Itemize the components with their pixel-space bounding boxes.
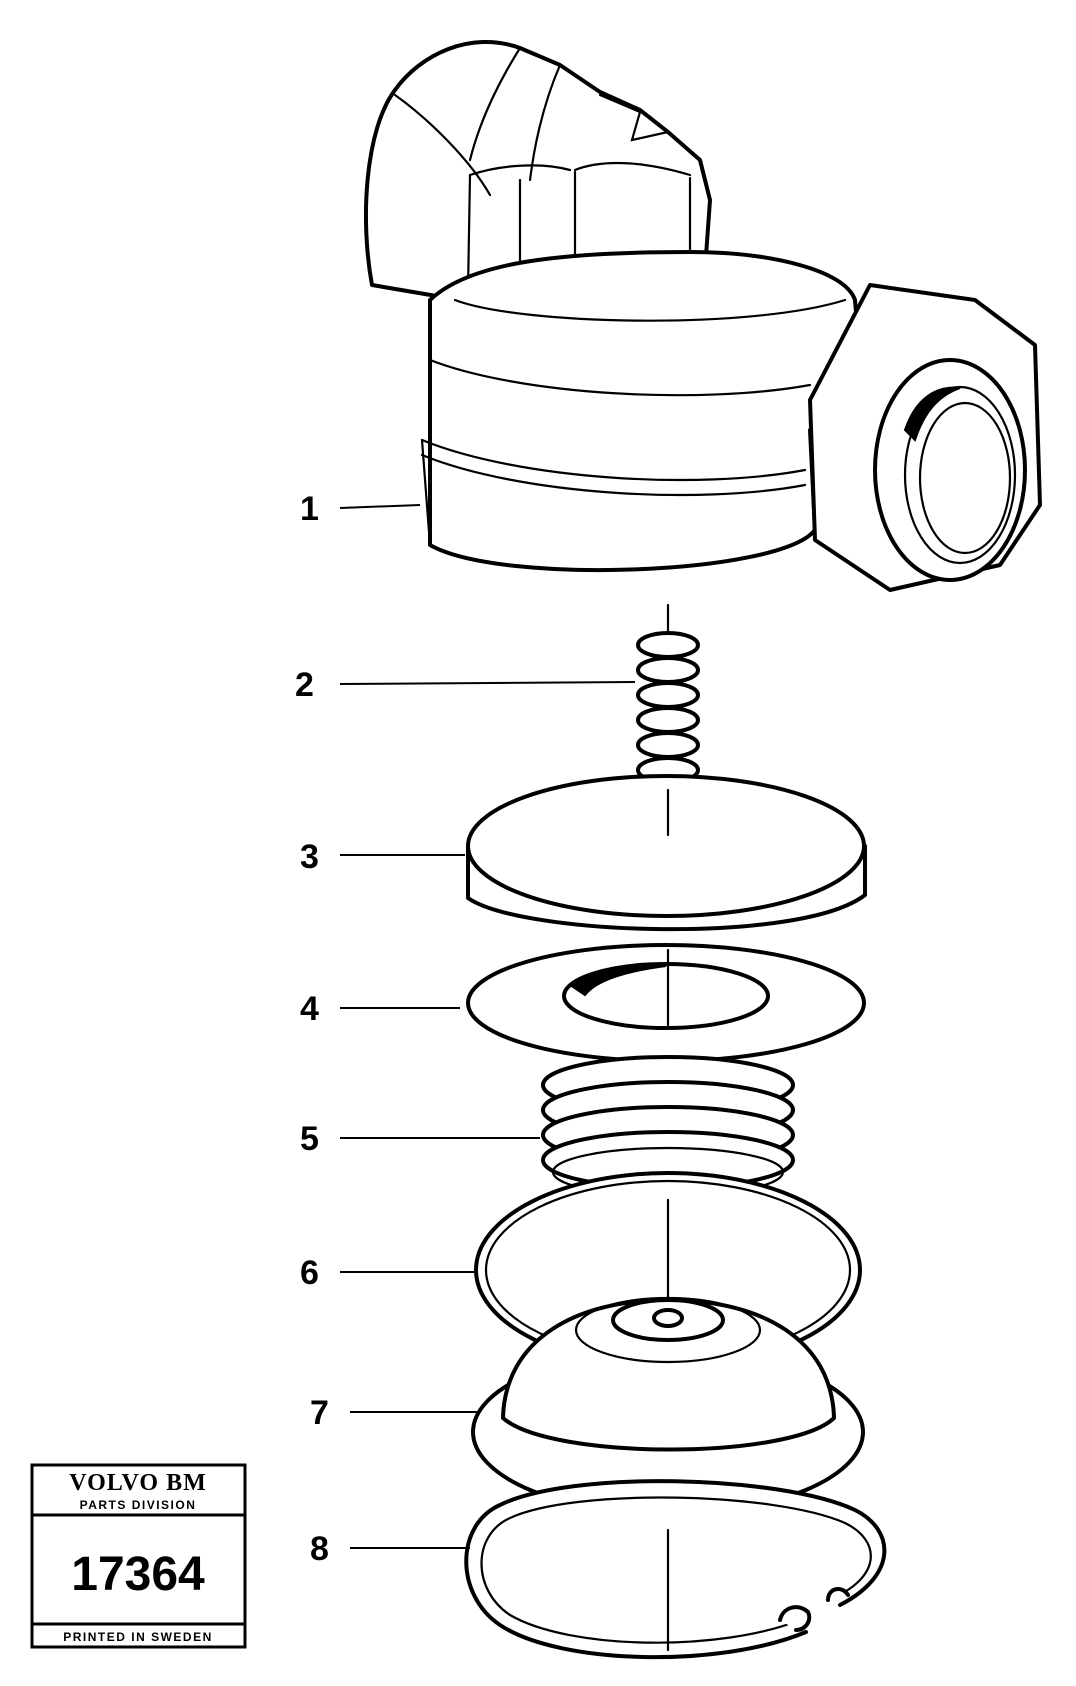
part-7-cap xyxy=(471,1296,865,1516)
stamp-brand: VOLVO BM xyxy=(69,1470,207,1496)
svg-text:4: 4 xyxy=(300,990,319,1028)
callout-5: 5 xyxy=(300,1120,540,1158)
part-5-large-spring xyxy=(541,1055,795,1198)
stamp-footer: PRINTED IN SWEDEN xyxy=(63,1630,213,1644)
callout-7: 7 xyxy=(310,1394,480,1432)
svg-text:6: 6 xyxy=(300,1254,319,1292)
callout-3: 3 xyxy=(300,838,465,876)
svg-text:5: 5 xyxy=(300,1120,319,1158)
callout-6: 6 xyxy=(300,1254,478,1292)
svg-text:8: 8 xyxy=(310,1530,329,1568)
stamp-division: PARTS DIVISION xyxy=(80,1498,197,1512)
callout-8: 8 xyxy=(310,1530,470,1568)
part-4-washer xyxy=(466,943,866,1063)
svg-text:3: 3 xyxy=(300,838,319,876)
part-2-small-spring xyxy=(636,603,700,801)
svg-text:2: 2 xyxy=(295,666,314,704)
parts-division-stamp: VOLVO BM PARTS DIVISION 17364 PRINTED IN… xyxy=(30,1463,247,1649)
callout-1: 1 xyxy=(300,490,421,528)
svg-text:7: 7 xyxy=(310,1394,329,1432)
part-3-disc xyxy=(466,774,867,932)
callout-4: 4 xyxy=(300,990,460,1028)
part-8-circlip xyxy=(464,1479,887,1660)
stamp-number: 17364 xyxy=(71,1548,205,1601)
part-1-valve-housing xyxy=(363,40,1042,592)
callout-2: 2 xyxy=(295,666,636,704)
svg-text:1: 1 xyxy=(300,490,319,528)
